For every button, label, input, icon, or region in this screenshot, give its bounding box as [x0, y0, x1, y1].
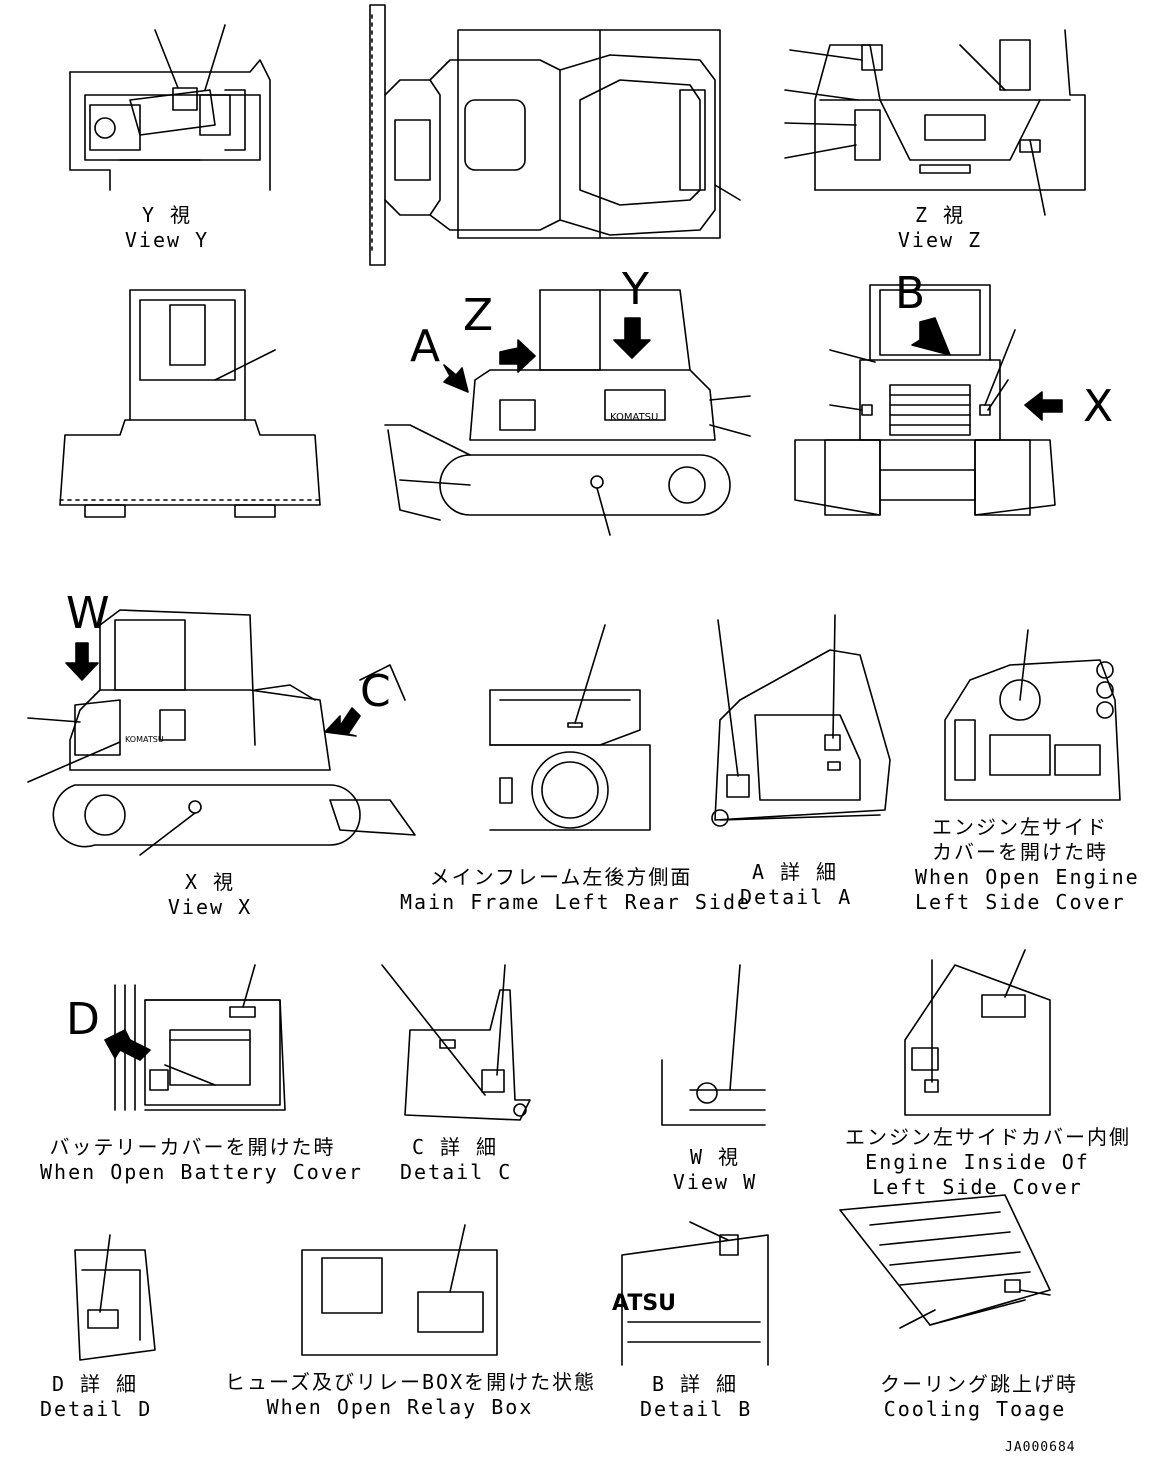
arrow-icon — [499, 339, 536, 373]
leader-line — [784, 122, 857, 126]
view-w-drawing — [661, 964, 766, 1126]
leader-line — [784, 89, 859, 101]
leader-line — [496, 964, 506, 1076]
detail-b-drawing: ATSU — [612, 1221, 769, 1366]
main-frame-drawing — [489, 624, 651, 831]
relay-box-drawing — [301, 1224, 498, 1356]
main-side-drawing: KOMATSU — [384, 289, 751, 536]
rear-view-drawing — [794, 284, 1063, 516]
battery-cover-drawing — [104, 964, 286, 1111]
leader-line — [1019, 1289, 1051, 1296]
marker-w: W — [66, 588, 110, 639]
leader-line — [709, 395, 751, 401]
leader-line — [1029, 139, 1046, 216]
engine-left-cover-drawing — [944, 629, 1121, 801]
view-z-drawing — [784, 29, 1086, 216]
detail-d-drawing — [74, 1234, 156, 1361]
leader-line — [214, 349, 276, 381]
arrow-icon — [65, 642, 99, 681]
leader-line — [987, 379, 1009, 411]
detail-a-drawing — [711, 614, 891, 827]
marker-c: C — [360, 666, 391, 717]
leader-line — [714, 184, 741, 201]
leader-line — [596, 487, 611, 536]
leader-line — [1004, 949, 1026, 998]
leader-line — [959, 44, 1006, 91]
cooling-drawing — [839, 1194, 1051, 1329]
arrow-icon — [1024, 391, 1063, 421]
leader-line — [242, 964, 256, 1008]
leader-line — [449, 1224, 466, 1293]
leader-line — [154, 29, 179, 89]
leader-line — [829, 349, 876, 363]
arrow-icon — [613, 317, 651, 359]
leader-line — [1019, 629, 1029, 701]
view-x-drawing: KOMATSU — [27, 609, 416, 856]
leader-line — [381, 964, 486, 1096]
leader-line — [709, 424, 751, 437]
arrow-icon — [104, 1029, 151, 1061]
leader-line — [829, 404, 863, 411]
arrow-icon — [443, 364, 469, 393]
leader-line — [784, 144, 857, 159]
document-id: JA000684 — [1005, 1440, 1076, 1455]
front-view-drawing — [59, 289, 321, 518]
leader-line — [164, 1064, 216, 1086]
leader-line — [832, 614, 836, 739]
detail-c-drawing — [381, 964, 531, 1121]
svg-text:KOMATSU: KOMATSU — [610, 412, 658, 423]
leader-line — [789, 49, 863, 61]
leader-line — [689, 1221, 729, 1241]
brand-text: ATSU — [612, 1291, 676, 1316]
leader-line — [729, 964, 741, 1091]
leader-line — [139, 812, 196, 856]
view-y-drawing — [69, 24, 271, 191]
arrow-icon — [911, 317, 951, 356]
leader-line — [27, 717, 81, 723]
marker-a: A — [410, 321, 441, 372]
leader-line — [984, 329, 1016, 406]
leader-line — [717, 619, 739, 777]
leader-line — [27, 741, 121, 783]
marker-z: Z — [463, 290, 494, 341]
engine-inside-drawing — [904, 949, 1051, 1116]
marker-y: Y — [622, 264, 649, 315]
leader-line — [204, 24, 226, 91]
marker-x: X — [1083, 381, 1114, 432]
leader-line — [899, 1309, 936, 1329]
marker-d: D — [66, 994, 100, 1045]
leader-line — [99, 1234, 111, 1313]
arrow-icon — [324, 707, 361, 737]
svg-text:KOMATSU: KOMATSU — [125, 735, 164, 744]
leader-line — [574, 624, 606, 724]
top-plan-drawing — [369, 4, 741, 266]
marker-b: B — [895, 268, 926, 319]
